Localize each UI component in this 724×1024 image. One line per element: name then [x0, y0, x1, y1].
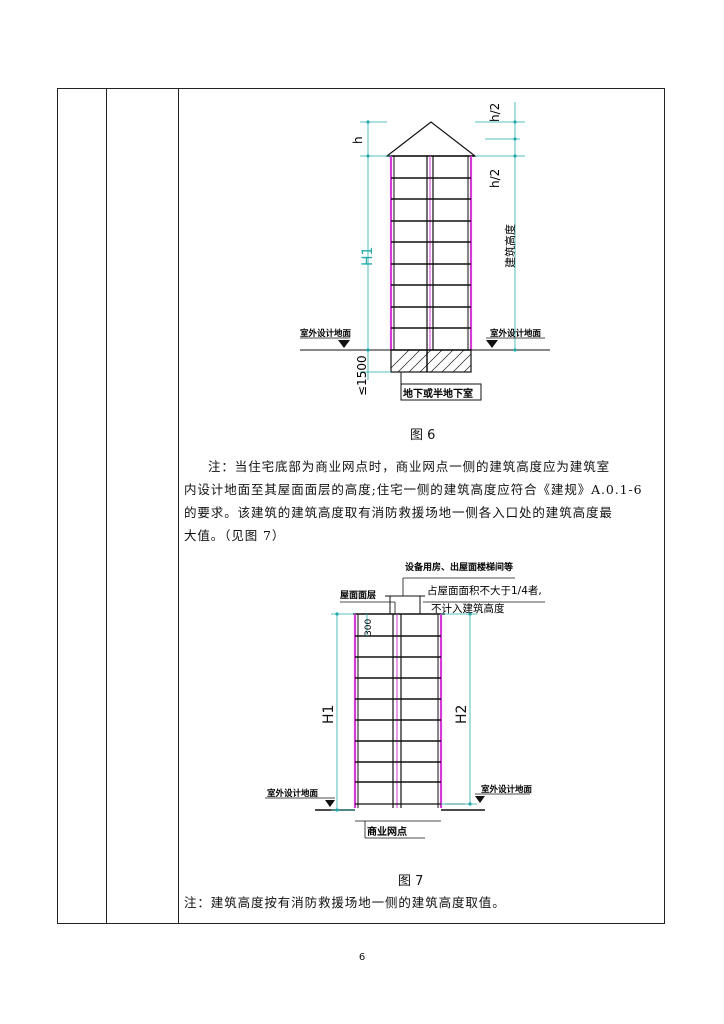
fig7-label-roof-layer: 屋面面层 [340, 590, 376, 601]
fig7-floors [355, 635, 441, 783]
note-1-line-1: 注：当住宅底部为商业网点时，商业网点一侧的建筑高度应为建筑室 [208, 459, 611, 474]
fig7-label-300: 300 [364, 619, 374, 636]
fig6-label-h1: H1 [360, 247, 376, 266]
fig7-ground-marker-left [325, 800, 335, 807]
fig6-floors [391, 177, 471, 351]
fig7-label-h2: H2 [454, 705, 470, 724]
column-divider-1 [106, 89, 107, 923]
fig7-label-outdoor-right: 室外设计地面 [481, 784, 533, 795]
note-1-line-2: 内设计地面至其屋面面层的高度;住宅一侧的建筑高度应符合《建规》A.0.1-6 [184, 482, 643, 497]
fig6-label-h-half-bottom: h/2 [488, 169, 502, 188]
note-1-line-3: 的要求。该建筑的建筑高度取有消防救援场地一侧各入口处的建筑高度最 [184, 505, 613, 520]
fig6-ground-marker-left [338, 340, 350, 348]
page-number: 6 [358, 952, 366, 963]
fig6-label-le1500: ≤1500 [355, 355, 369, 396]
note-1-line-4: 大值。（见图 7） [184, 528, 286, 543]
fig6-label-h-half-top: h/2 [488, 103, 502, 122]
fig6-label-building-height: 建筑高度 [503, 224, 517, 268]
fig6-label-outdoor-right: 室外设计地面 [490, 328, 542, 339]
figure-6-caption: 图 6 [410, 428, 436, 443]
fig6-label-outdoor-left: 室外设计地面 [300, 328, 352, 339]
figure-7-caption: 图 7 [398, 874, 424, 889]
fig7-roof-equipment [389, 595, 421, 615]
fig7-label-quarter-line2: 不计入建筑高度 [431, 602, 505, 615]
figure-6-building-section: h h/2 h/2 H1 建筑高度 室外设计地面 室外设计地面 ≤1500 地下… [300, 102, 550, 401]
column-divider-2 [178, 89, 179, 923]
fig7-label-h1: H1 [321, 705, 337, 724]
fig7-label-outdoor-left: 室外设计地面 [267, 788, 319, 799]
fig6-ground-marker-right [486, 340, 498, 348]
fig7-label-commercial: 商业网点 [367, 825, 407, 838]
fig7-ground-marker-right [475, 796, 485, 803]
fig7-label-quarter-line1: 占屋面面积不大于1/4者, [427, 584, 542, 597]
note-2: 注：建筑高度按有消防救援场地一侧的建筑高度取值。 [184, 895, 506, 910]
content-table [57, 88, 665, 924]
fig6-label-basement: 地下或半地下室 [403, 387, 473, 400]
fig6-label-h: h [351, 136, 365, 144]
fig6-roof [385, 121, 477, 157]
figure-7-building-section: 设备用房、出屋面楼梯间等 屋面面层 占屋面面积不大于1/4者, 不计入建筑高度 … [265, 561, 545, 839]
fig7-label-equipment: 设备用房、出屋面楼梯间等 [405, 561, 513, 573]
